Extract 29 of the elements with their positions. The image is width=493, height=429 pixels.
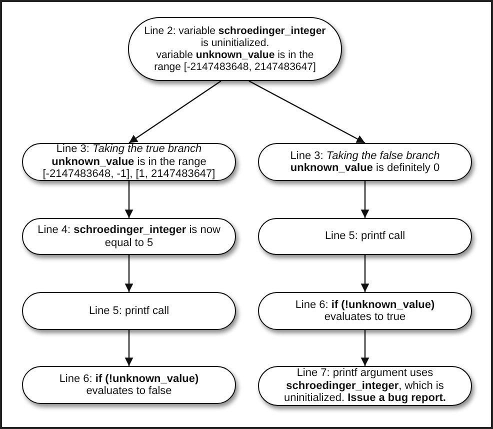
node-text: Line 5: printf call: [88, 304, 170, 318]
node-text: Line 6: if (!unknown_value) evaluates to true: [294, 298, 436, 324]
arrow: [360, 330, 370, 366]
arrow: [124, 330, 134, 366]
node-text: Line 4: schroedinger_integer is now equal to 5: [37, 224, 221, 249]
node-text: unknown_value is in the range [-2147483648, -1], [1, 2147483647]: [42, 156, 216, 181]
node-text: unknown_value is definitely 0: [290, 162, 440, 174]
process-node: [258, 366, 472, 406]
node-text: Line 3: Taking the false branch: [290, 150, 440, 162]
arrow: [248, 80, 366, 144]
node-text: variable unknown_value is in the range [-2147483648, 2147483647]: [153, 49, 317, 73]
process-node: [258, 292, 472, 330]
process-node: [22, 143, 236, 181]
node-text: Line 2: variable schroedinger_integer is uninitialized.: [143, 25, 327, 49]
process-node: [258, 143, 472, 181]
process-node: [22, 292, 236, 330]
node-text: Line 6: if (!unknown_value) evaluates to false: [58, 372, 200, 398]
arrow: [124, 255, 134, 292]
arrow: [124, 181, 134, 218]
process-node: [258, 218, 472, 255]
process-node: [22, 218, 236, 255]
node-text: Line 3: Taking the true branch: [56, 143, 202, 156]
process-node: [22, 366, 236, 404]
arrow: [360, 181, 370, 218]
process-node: [128, 17, 342, 81]
arrow: [360, 255, 370, 292]
arrow: [128, 80, 222, 144]
node-text: Line 7: printf argument uses schroedinger_integer, which is uninitialized. Issue a bug report.: [282, 367, 447, 405]
node-text: Line 5: printf call: [324, 230, 406, 243]
